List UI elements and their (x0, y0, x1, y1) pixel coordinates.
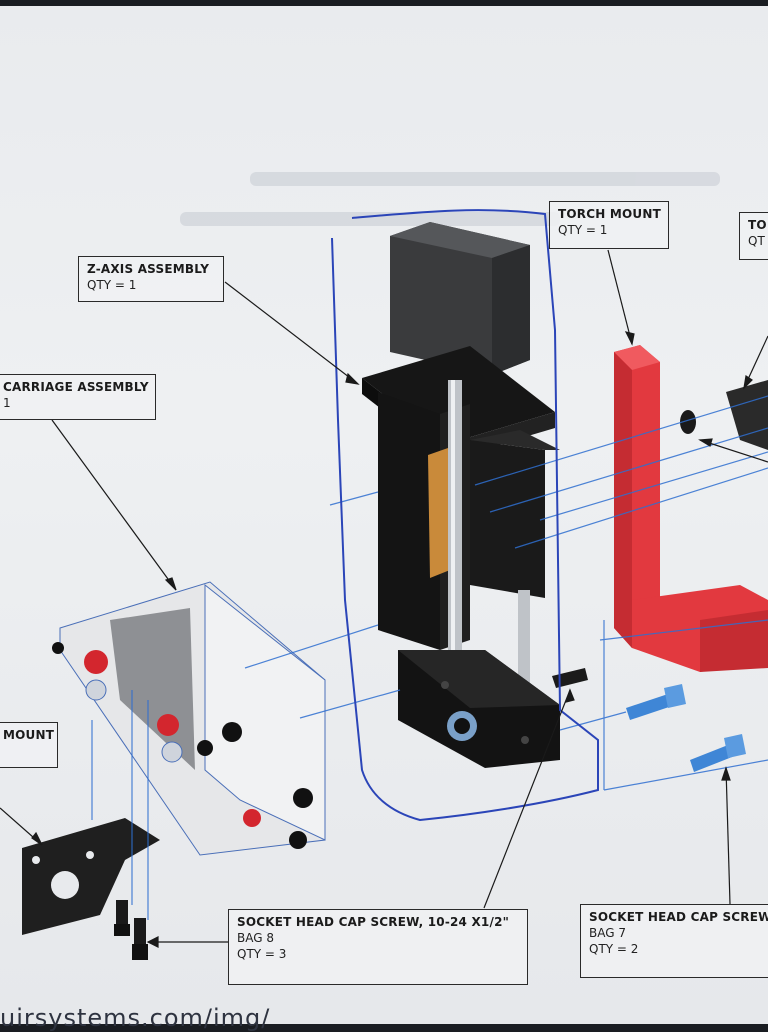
black-screws-graphic (114, 900, 148, 960)
screw-10-24-callout: SOCKET HEAD CAP SCREW, 10-24 X1/2" BAG 8… (228, 909, 528, 985)
footer-url: uirsystems.com/img/ (0, 1004, 271, 1032)
carriage-assembly-callout: CARRIAGE ASSEMBLY 1 (0, 374, 156, 420)
callout-qty: 1 (3, 396, 11, 410)
callout-title: TORCH MOUNT (558, 206, 661, 222)
carriage-assembly-graphic (52, 581, 326, 856)
callout-qty: QTY = 3 (237, 947, 287, 961)
callout-qty: QT (748, 234, 765, 248)
callout-title: Z-AXIS ASSEMBLY (87, 261, 210, 277)
callout-qty: QTY = 2 (589, 942, 639, 956)
callout-qty: QTY = 1 (558, 223, 608, 237)
z-axis-assembly-callout: Z-AXIS ASSEMBLY QTY = 1 (78, 256, 224, 302)
blue-screws-graphic (626, 684, 746, 772)
callout-title: SOCKET HEAD CAP SCREW (589, 909, 768, 925)
callout-title: CARRIAGE ASSEMBLY (3, 379, 149, 395)
exploded-assembly-drawing: ​ (0, 172, 768, 960)
leader-arrows (0, 249, 768, 948)
callout-bag: BAG 7 (589, 926, 626, 940)
partial-bracket-graphic (726, 380, 768, 450)
alignment-lines (91, 395, 768, 920)
bleed-through-lines (180, 172, 720, 226)
callout-bag: BAG 8 (237, 931, 274, 945)
mount-partial-callout: MOUNT (0, 722, 58, 768)
callout-title: TO (748, 217, 767, 233)
manual-page: ​ (0, 6, 768, 1032)
mount-bracket-graphic (22, 818, 160, 935)
torch-mount-callout: TORCH MOUNT QTY = 1 (549, 201, 669, 249)
torch-partial-callout: TO QT (739, 212, 768, 260)
callout-title: SOCKET HEAD CAP SCREW, 10-24 X1/2" (237, 914, 510, 930)
callout-qty: QTY = 1 (87, 278, 137, 292)
z-axis-assembly-graphic (362, 222, 588, 768)
washer-graphic (680, 410, 696, 434)
callout-title: MOUNT (3, 727, 55, 743)
screw-bag7-callout: SOCKET HEAD CAP SCREW BAG 7 QTY = 2 (580, 904, 768, 978)
pen-outline (331, 209, 599, 822)
